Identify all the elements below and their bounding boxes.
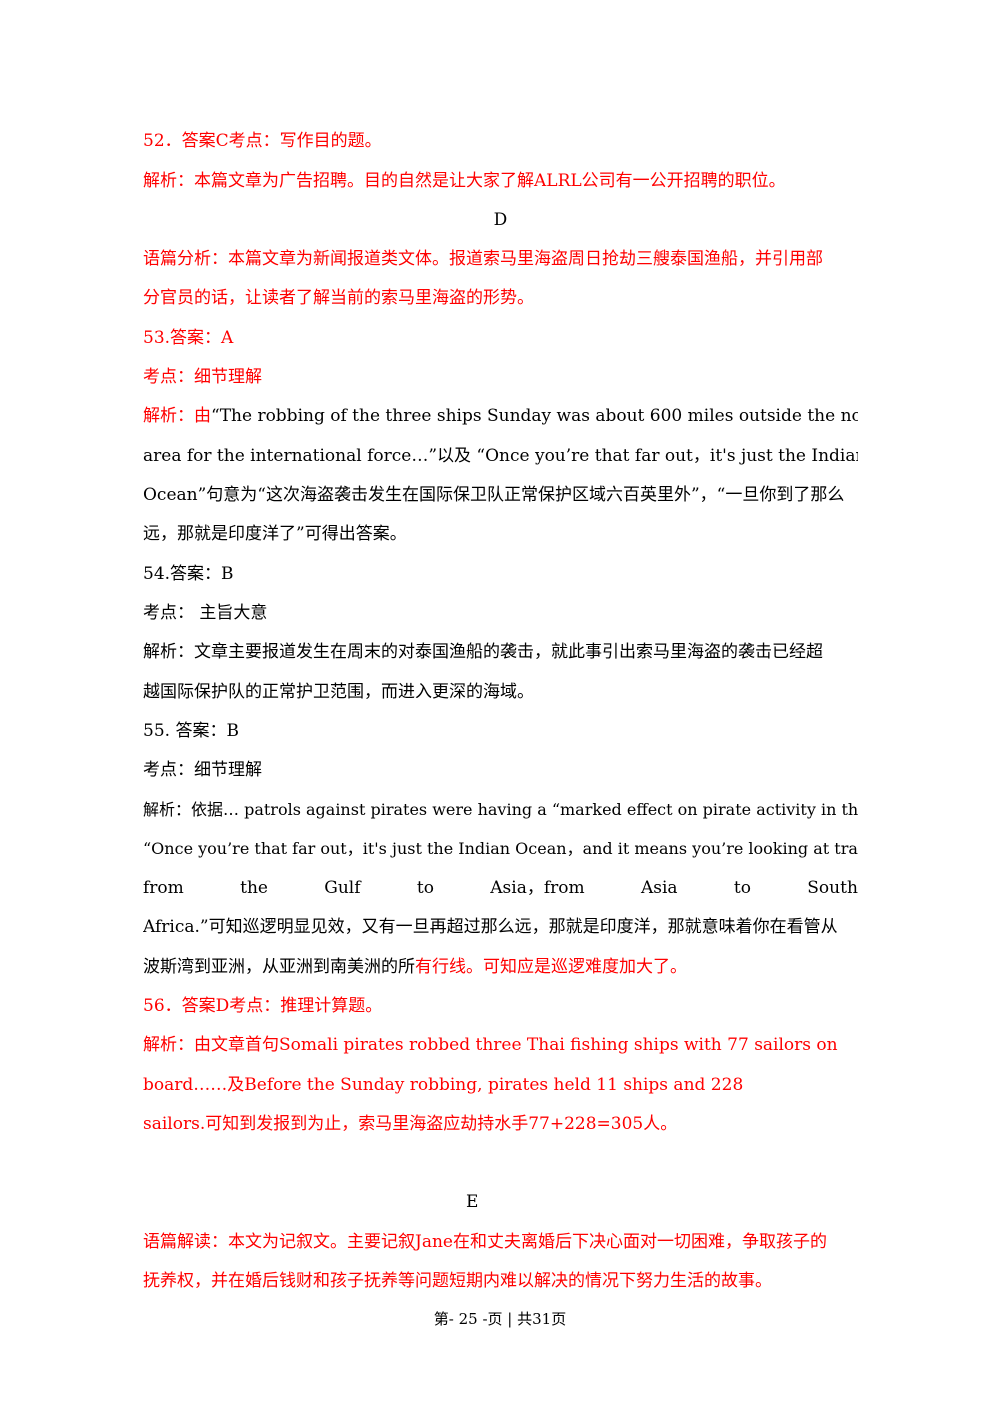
word: to	[733, 878, 751, 898]
explanation-56-line1: 解析：由文章首句Somali pirates robbed three Thai…	[143, 1035, 838, 1055]
word: from	[143, 878, 184, 898]
answer-54: 54.答案：B	[143, 564, 234, 584]
page-footer: 第- 25 -页 | 共31页	[433, 1310, 567, 1328]
explanation-56-line3: sailors.可知到发报到为止，索马里海盗应劫持水手77+228=305人。	[143, 1114, 678, 1134]
key-point-55: 考点：细节理解	[143, 760, 262, 780]
key-point-53: 考点：细节理解	[143, 367, 262, 387]
word: Asia	[640, 878, 678, 898]
passage-analysis-d-line1: 语篇分析：本篇文章为新闻报道类文体。报道索马里海盗周日抢劫三艘泰国渔船，并引用部	[143, 249, 823, 269]
word: to	[416, 878, 434, 898]
word: South	[807, 878, 858, 898]
answer-56: 56．答案D考点：推理计算题。	[143, 996, 383, 1016]
passage-analysis-d-line2: 分官员的话，让读者了解当前的索马里海盗的形势。	[143, 288, 534, 308]
explanation-55-line1: 解析：依据… patrols against pirates were havi…	[143, 800, 858, 819]
passage-analysis-e-line1: 语篇解读：本文为记叙文。主要记叙Jane在和丈夫离婚后下决心面对一切困难，争取孩…	[143, 1232, 827, 1252]
explanation-53-line2: area for the international force…”以及 “On…	[143, 446, 858, 466]
explanation-54-line1: 解析：文章主要报道发生在周末的对泰国渔船的袭击，就此事引出索马里海盗的袭击已经超	[143, 642, 823, 662]
passage-analysis-e-line2: 抚养权，并在婚后钱财和孩子抚养等问题短期内难以解决的情况下努力生活的故事。	[143, 1271, 772, 1291]
explanation-53-line4: 远，那就是印度洋了”可得出答案。	[143, 524, 407, 544]
key-point-54: 考点： 主旨大意	[143, 603, 268, 623]
explanation-55-line4: Africa.”可知巡逻明显见效，又有一旦再超过那么远，那就是印度洋，那就意味着…	[143, 917, 838, 937]
explanation-55-line2: “Once you’re that far out，it's just the …	[143, 839, 858, 858]
explanation-56-line2: board……及Before the Sunday robbing, pirat…	[143, 1075, 744, 1095]
word: Gulf	[324, 878, 361, 898]
explanation-55-line5-black: 波斯湾到亚洲，从亚洲到南美洲的所	[143, 957, 415, 977]
explanation-53-quote: “The robbing of the three ships Sunday w…	[211, 406, 858, 426]
explanation-54-line2: 越国际保护队的正常护卫范围，而进入更深的海域。	[143, 682, 534, 702]
word: the	[240, 878, 268, 898]
explanation-53-line3: Ocean”句意为“这次海盗袭击发生在国际保卫队正常保护区域六百英里外”，“一旦…	[143, 485, 845, 505]
explanation-55-line3: from the Gulf to Asia，from Asia to South	[143, 876, 858, 900]
answer-52: 52．答案C考点：写作目的题。	[143, 131, 382, 151]
explanation-53-line1: 解析：由“The robbing of the three ships Sund…	[143, 404, 858, 428]
section-heading-e: E	[466, 1192, 479, 1212]
answer-53: 53.答案：A	[143, 328, 234, 348]
explanation-55-line5: 波斯湾到亚洲，从亚洲到南美洲的所有行线。可知应是巡逻难度加大了。	[143, 955, 858, 979]
answer-55: 55. 答案：B	[143, 721, 239, 741]
section-heading-d: D	[493, 210, 508, 230]
word: Asia，from	[490, 878, 585, 898]
explanation-53-prefix: 解析：由	[143, 406, 211, 426]
explanation-55-line5-red: 有行线。可知应是巡逻难度加大了。	[415, 957, 687, 977]
explanation-52: 解析：本篇文章为广告招聘。目的自然是让大家了解ALRL公司有一公开招聘的职位。	[143, 171, 786, 191]
